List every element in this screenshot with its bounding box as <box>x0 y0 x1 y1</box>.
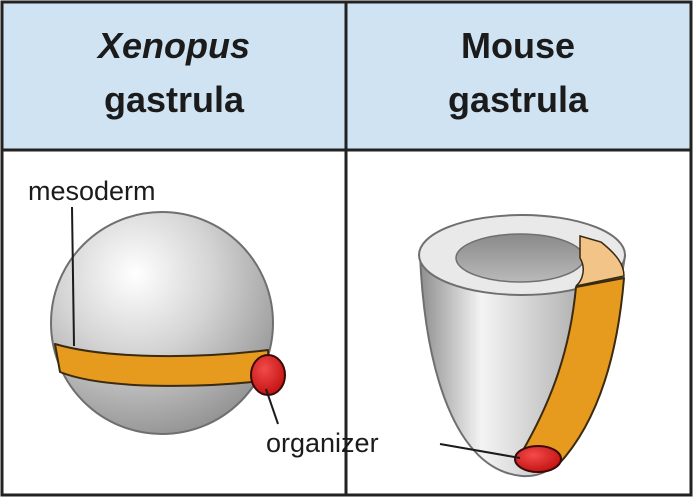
mouse-embryo <box>419 215 625 476</box>
mouse-header-line2: gastrula <box>448 79 589 120</box>
mouse-cup-cavity <box>456 234 584 282</box>
mouse-header-line1: Mouse <box>461 25 575 66</box>
xenopus-organizer <box>251 355 285 395</box>
mouse-organizer <box>515 446 561 472</box>
mesoderm-label: mesoderm <box>28 176 156 206</box>
organizer-label: organizer <box>266 428 379 458</box>
xenopus-header-line1: Xenopus <box>96 25 250 66</box>
xenopus-header-line2: gastrula <box>104 79 245 120</box>
xenopus-embryo <box>51 212 285 434</box>
xenopus-sphere <box>51 212 273 434</box>
